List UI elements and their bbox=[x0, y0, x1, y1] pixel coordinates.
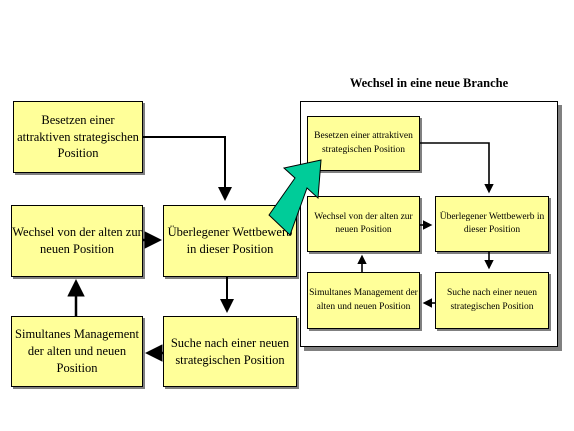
arrow-occupy-to-competition bbox=[143, 136, 232, 201]
right-box-simultaneous: Simultanes Management der alten und neue… bbox=[307, 272, 420, 329]
left-box-occupy: Besetzen einer attraktiven strategischen… bbox=[13, 101, 143, 173]
right-box-competition-label: Überlegener Wettbewerb in dieser Positio… bbox=[439, 211, 545, 235]
left-box-switch: Wechsel von der alten zur neuen Position bbox=[11, 205, 143, 277]
left-box-simultaneous: Simultanes Management der alten und neue… bbox=[11, 316, 143, 387]
right-box-occupy-label: Besetzen einer attraktiven strategischen… bbox=[314, 131, 413, 155]
right-box-switch-label: Wechsel von der alten zur neuen Position bbox=[314, 211, 413, 235]
left-box-search-label: Suche nach einer neuen strategischen Pos… bbox=[170, 335, 290, 367]
left-box-simultaneous-label: Simultanes Management der alten und neue… bbox=[15, 327, 139, 375]
transition-arrow bbox=[268, 159, 322, 236]
right-box-simultaneous-label: Simultanes Management der alten und neue… bbox=[309, 288, 418, 312]
right-box-search-label: Suche nach einer neuen strategischen Pos… bbox=[447, 288, 537, 312]
right-box-competition: Überlegener Wettbewerb in dieser Positio… bbox=[435, 196, 549, 252]
right-box-search: Suche nach einer neuen strategischen Pos… bbox=[435, 272, 549, 329]
left-box-search: Suche nach einer neuen strategischen Pos… bbox=[163, 316, 297, 387]
left-box-occupy-label: Besetzen einer attraktiven strategischen… bbox=[17, 112, 139, 161]
left-box-switch-label: Wechsel von der alten zur neuen Position bbox=[12, 225, 142, 256]
arrow-right-occupy-to-competition bbox=[420, 142, 494, 194]
right-box-switch: Wechsel von der alten zur neuen Position bbox=[307, 196, 420, 252]
right-box-occupy: Besetzen einer attraktiven strategischen… bbox=[307, 116, 420, 171]
right-diagram-title: Wechsel in eine neue Branche bbox=[349, 76, 509, 90]
left-box-competition-label: Überlegener Wettbewerb in dieser Positio… bbox=[167, 225, 293, 256]
